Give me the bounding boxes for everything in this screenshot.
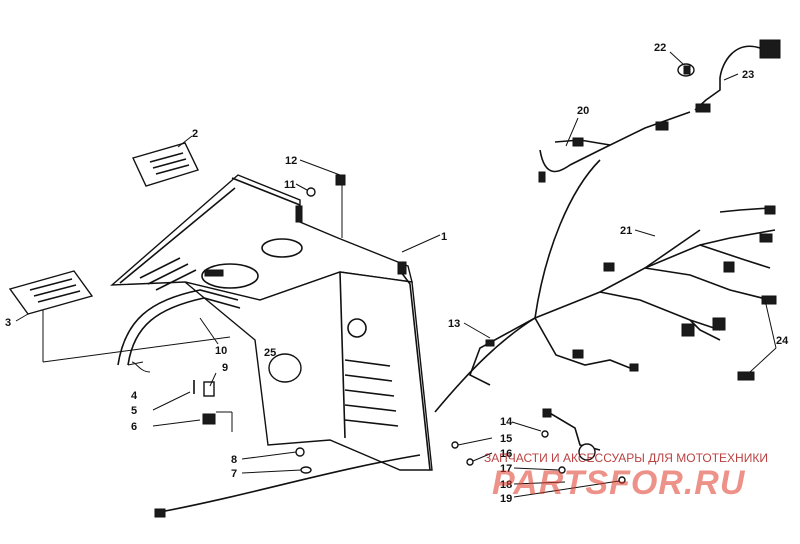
screw-washer-parts-7-8 xyxy=(241,447,312,474)
callout-17: 17 xyxy=(500,463,512,475)
callout-14: 14 xyxy=(500,416,513,428)
callout-21: 21 xyxy=(620,225,632,237)
callout-24: 24 xyxy=(776,335,789,347)
watermark-tagline: ЗАПЧАСТИ И АКСЕССУАРЫ ДЛЯ МОТОТЕХНИКИ xyxy=(484,451,768,465)
callout-23: 23 xyxy=(742,69,754,81)
switch-hardware-parts-14-19 xyxy=(451,408,626,498)
callout-7: 7 xyxy=(231,468,237,480)
callout-4: 4 xyxy=(131,390,138,402)
callout-3: 3 xyxy=(5,317,11,329)
trim-strip-part-4 xyxy=(117,289,241,373)
callout-12: 12 xyxy=(285,155,297,167)
callout-16: 16 xyxy=(500,448,512,460)
wiring-harness-part-13 xyxy=(154,159,721,518)
callout-labels: 1 2 3 4 5 6 7 8 9 10 11 12 13 14 15 16 1… xyxy=(5,42,789,505)
callout-19: 19 xyxy=(500,493,512,505)
callout-2: 2 xyxy=(192,128,198,140)
connectors-part-24 xyxy=(737,299,777,381)
hardware-parts-5-6-9 xyxy=(152,372,233,432)
callout-11: 11 xyxy=(284,179,296,191)
decal-part-2 xyxy=(132,135,199,187)
callout-9: 9 xyxy=(222,362,228,374)
callout-18: 18 xyxy=(500,479,512,491)
watermark: ЗАПЧАСТИ И АКСЕССУАРЫ ДЛЯ МОТОТЕХНИКИ PA… xyxy=(484,451,768,502)
console-housing-part-1 xyxy=(110,174,441,471)
callout-8: 8 xyxy=(231,454,237,466)
plug-part-25 xyxy=(268,353,302,383)
callout-1: 1 xyxy=(441,231,447,243)
callout-10: 10 xyxy=(215,345,227,357)
watermark-logo: PARTSFOR.RU xyxy=(492,464,746,502)
callout-6: 6 xyxy=(131,421,137,433)
callout-5: 5 xyxy=(131,405,137,417)
callout-20: 20 xyxy=(577,105,589,117)
harness-branch-part-21 xyxy=(603,205,777,341)
connector-clamp-parts-22-23 xyxy=(669,39,781,113)
callout-25: 25 xyxy=(264,347,276,359)
callout-13: 13 xyxy=(448,318,460,330)
decal-part-3 xyxy=(8,270,231,363)
part-10-leader xyxy=(199,317,219,345)
bolt-clip-parts-11-12 xyxy=(295,159,346,238)
callout-15: 15 xyxy=(500,433,512,445)
callout-22: 22 xyxy=(654,42,666,54)
harness-branch-part-20 xyxy=(538,111,691,183)
